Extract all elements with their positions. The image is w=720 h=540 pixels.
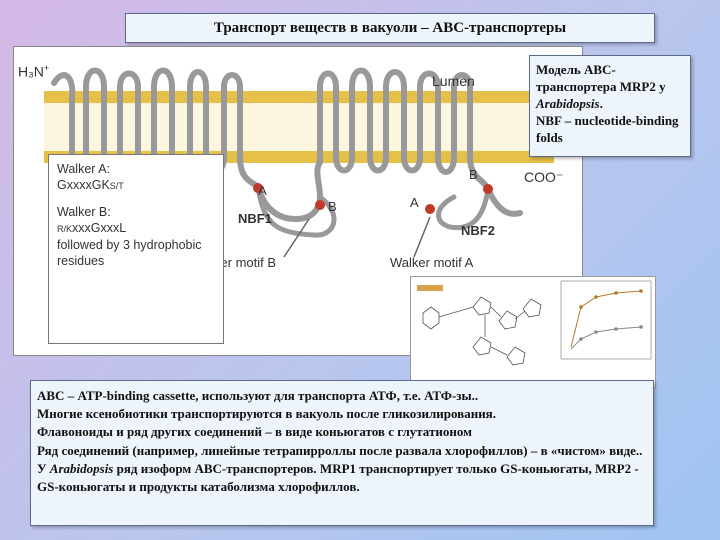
n-terminus-label: H₃N+ [18, 63, 50, 80]
walker-b-description: followed by 3 hydrophobic residues [57, 238, 202, 268]
paragraph-abc: АВС – ATP-binding cassette, используют д… [37, 388, 479, 403]
site-a2-label: A [410, 195, 419, 210]
paragraph-xenobiotics: Многие ксенобиотики транспортируются в в… [37, 406, 496, 422]
lumen-label: Lumen [432, 73, 475, 89]
walker-b-title: Walker B: [57, 205, 111, 219]
site-a1-dot [253, 183, 263, 193]
pointer-walker-a [413, 216, 431, 258]
site-b1-dot [315, 200, 325, 210]
paragraph-arabidopsis-isoforms: У Arabidopsis ряд изоформ АВС-транспорте… [37, 460, 639, 495]
pointer-walker-b [283, 218, 310, 258]
site-a2-dot [425, 204, 435, 214]
walker-b-sequence: R/KxxxGxxxL [57, 221, 127, 235]
site-b2-dot [483, 184, 493, 194]
nbf2-label: NBF2 [461, 223, 495, 238]
site-b1-label: B [328, 199, 337, 214]
explanation-text: АВС – ATP-binding cassette, используют д… [30, 380, 654, 526]
nbf1-label: NBF1 [238, 211, 272, 226]
paragraph-tetrapyrroles: Ряд соединений (например, линейные тетра… [37, 442, 643, 458]
walker-motif-legend: Walker A: GxxxxGKS/T Walker B: R/KxxxGxx… [48, 154, 224, 344]
chlorophyll-catabolite-svg [417, 280, 652, 366]
walker-a-title: Walker A: [57, 162, 111, 176]
walker-motif-a-label: Walker motif A [390, 255, 474, 270]
slide-title: Транспорт веществ в вакуоли – АВС-трансп… [125, 13, 655, 43]
walker-a-sequence: GxxxxGKS/T [57, 178, 124, 192]
model-note: Модель АВС-транспортера MRP2 у Arabidops… [529, 55, 691, 157]
c-terminus-label: COO⁻ [524, 169, 564, 185]
site-b2-label: B [469, 167, 478, 182]
site-a1-label: A [258, 183, 267, 198]
chemical-structures-figure [410, 276, 656, 388]
paragraph-flavonoids: Флавоноиды и ряд других соединений – в в… [37, 424, 472, 440]
